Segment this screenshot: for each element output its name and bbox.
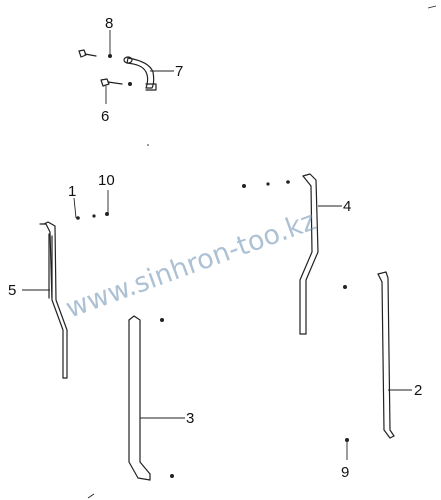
callout-8: 8 — [105, 15, 113, 32]
bolt-part-8 — [78, 30, 112, 58]
rod-part-5 — [22, 190, 109, 379]
callout-6: 6 — [101, 108, 109, 125]
callout-1: 1 — [68, 183, 76, 200]
callout-10: 10 — [98, 172, 115, 189]
callout-3: 3 — [186, 410, 194, 427]
rod-part-4 — [242, 173, 342, 335]
corner-mark — [427, 5, 437, 9]
bolt-part-6 — [100, 78, 132, 104]
rod-part-3 — [128, 315, 185, 481]
watermark: www.sinhron-too.kz — [62, 205, 320, 324]
callout-9: 9 — [341, 464, 349, 481]
bracket-part-7 — [123, 56, 157, 91]
rod-part-2 — [343, 271, 412, 460]
stray-mark — [87, 493, 95, 499]
callout-7: 7 — [175, 63, 183, 80]
stray-mark — [147, 144, 149, 146]
callout-5: 5 — [8, 282, 16, 299]
callout-4: 4 — [343, 198, 351, 215]
callout-2: 2 — [414, 382, 422, 399]
